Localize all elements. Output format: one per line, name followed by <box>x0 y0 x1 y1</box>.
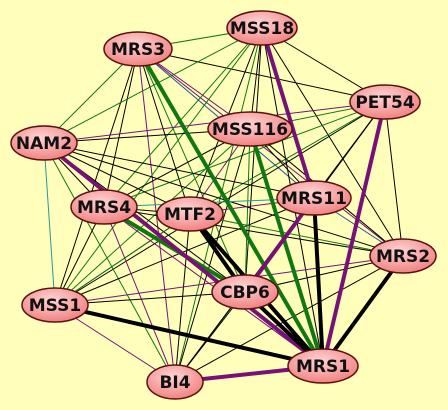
node-mss116[interactable]: MSS116 <box>207 111 293 147</box>
node-nam2[interactable]: NAM2 <box>10 125 78 161</box>
edge-mrs11-mrs1 <box>312 196 325 368</box>
edge-mrs3-mss1 <box>54 48 139 306</box>
edge-nam2-mss1 <box>43 142 56 306</box>
node-label: MTF2 <box>164 205 216 225</box>
node-mrs4[interactable]: MRS4 <box>70 189 138 225</box>
edge-mrs2-mrs1 <box>321 254 405 368</box>
node-ellipse <box>211 274 279 310</box>
edge-pet54-mrs1 <box>321 100 387 368</box>
edge-mrs2-bi4 <box>174 255 404 383</box>
node-label: MSS116 <box>212 120 288 140</box>
node-mss1[interactable]: MSS1 <box>21 287 89 323</box>
node-label: NAM2 <box>16 134 72 154</box>
node-ellipse <box>226 10 298 46</box>
node-ellipse <box>287 348 359 384</box>
node-mss18[interactable]: MSS18 <box>226 10 298 46</box>
edge-mss18-mrs11 <box>260 26 316 200</box>
edge-mss18-mrs2 <box>261 27 404 257</box>
edge-mss1-mrs1 <box>53 303 325 368</box>
node-mtf2[interactable]: MTF2 <box>156 196 224 232</box>
node-label: PET54 <box>355 93 414 113</box>
edge-mss116-cbp6 <box>244 128 251 293</box>
edge-pet54-mss1 <box>54 101 386 306</box>
node-pet54[interactable]: PET54 <box>349 84 421 120</box>
node-ellipse <box>21 287 89 323</box>
edge-mss18-nam2 <box>43 27 263 144</box>
edge-mrs4-bi4 <box>103 206 176 383</box>
edge-nam2-mrs2 <box>43 142 404 257</box>
edge-mtf2-bi4 <box>174 213 191 383</box>
edge-mrs3-cbp6 <box>137 48 246 293</box>
edge-mrs3-mrs1 <box>136 47 325 368</box>
node-bi4[interactable]: BI4 <box>146 364 204 400</box>
edge-mss18-cbp6 <box>244 27 263 293</box>
node-ellipse <box>276 180 352 216</box>
node-mrs1[interactable]: MRS1 <box>287 348 359 384</box>
edge-mrs4-mrs2 <box>103 206 404 257</box>
node-label: MRS11 <box>281 189 347 209</box>
node-label: BI4 <box>159 373 190 393</box>
node-label: MRS2 <box>376 247 430 267</box>
node-ellipse <box>70 189 138 225</box>
node-label: CBP6 <box>220 283 270 303</box>
edge-mss116-mrs1 <box>248 127 325 368</box>
node-cbp6[interactable]: CBP6 <box>211 274 279 310</box>
node-mrs2[interactable]: MRS2 <box>369 238 437 274</box>
edge-pet54-mrs4 <box>103 101 386 208</box>
node-ellipse <box>369 238 437 274</box>
edge-mrs11-mss1 <box>54 197 315 306</box>
node-label: MRS4 <box>77 198 131 218</box>
edge-mss116-bi4 <box>174 128 251 383</box>
edge-mss1-mtf2 <box>54 213 191 306</box>
node-ellipse <box>207 111 293 147</box>
node-ellipse <box>349 84 421 120</box>
node-ellipse <box>103 31 173 67</box>
edge-mtf2-mrs2 <box>189 213 404 257</box>
edge-nam2-bi4 <box>43 142 176 383</box>
node-mrs11[interactable]: MRS11 <box>276 180 352 216</box>
edge-mss116-mss1 <box>54 128 251 306</box>
node-ellipse <box>10 125 78 161</box>
node-label: MRS3 <box>111 40 165 60</box>
edge-nam2-mrs1 <box>42 141 325 368</box>
edge-pet54-mrs2 <box>384 101 404 257</box>
edge-mrs3-mrs4 <box>103 48 139 208</box>
node-mrs3[interactable]: MRS3 <box>103 31 173 67</box>
node-label: MSS18 <box>230 19 294 39</box>
edge-mrs3-pet54 <box>137 48 386 103</box>
node-label: MRS1 <box>296 357 350 377</box>
edge-mss18-mrs4 <box>103 27 263 208</box>
node-label: MSS1 <box>29 296 81 316</box>
node-ellipse <box>156 196 224 232</box>
node-ellipse <box>146 364 204 400</box>
